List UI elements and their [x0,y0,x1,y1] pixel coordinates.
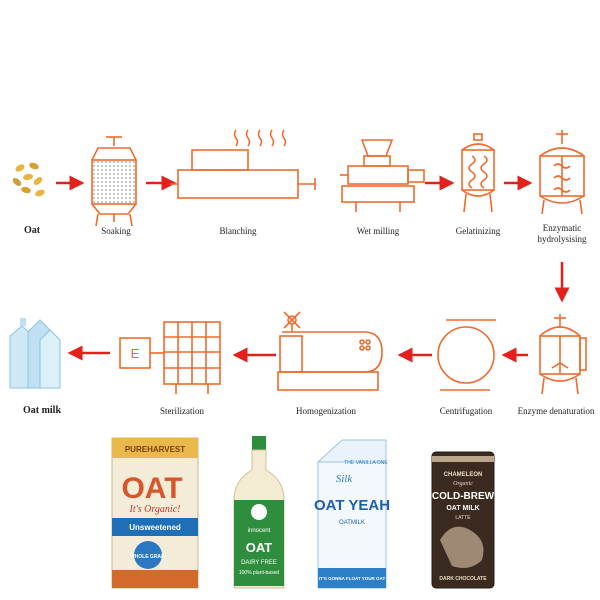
product-silk-carton [316,439,387,589]
product1-brand: PUREHARVEST [125,445,185,454]
product2-name: OAT [246,540,273,555]
label-enzymatic-hydrolysising: Enzymatic hydrolysising [537,223,587,244]
blanching-machine-icon [170,129,316,199]
product-pureharvest-carton [111,437,199,589]
product2-brand: innocent [248,528,271,534]
enzymatic-tank-icon [539,130,585,215]
product4-tagline: Organic [453,481,473,487]
product-innocent-bottle [233,436,285,589]
label-oat: Oat [23,225,41,236]
product2-variant: 100% plant-based [239,570,280,576]
label-centrifugation: Centrifugation [439,406,493,416]
product4-sub: LATTE [455,515,471,521]
sterilizer-icon [119,321,221,394]
row2-arrows [67,345,528,363]
oat-milk-cartons-icon [9,318,61,389]
sterilizer-letter: E [131,346,140,361]
product3-name: OAT YEAH [314,497,390,514]
soaking-tank-icon [91,136,137,227]
product3-flavor: THE VANILLA ONE [344,460,388,466]
label-blanching: Blanching [219,226,257,236]
product4-flavor: DARK CHOCOLATE [439,576,487,582]
product4-brand: CHAMELEON [444,472,483,478]
centrifuge-icon [437,319,496,391]
label-enzyme-denaturation: Enzyme denaturation [517,406,595,416]
label-gelatinizing: Gelatinizing [455,226,501,236]
row1-arrows [56,175,570,303]
product4-variant: OAT MILK [446,505,479,512]
product3-variant: IT'S GONNA FLOAT YOUR OAT [319,576,386,581]
product1-name: OAT [121,472,182,505]
homogenizer-icon [277,311,383,391]
label-sterilization: Sterilization [160,406,204,416]
label-wet-milling: Wet milling [356,226,400,236]
product1-variant: Unsweetened [129,523,181,532]
product-chameleon-can [431,451,495,589]
denaturation-tank-icon [539,314,587,395]
product1-badge: WHOLE GRAIN [130,554,166,560]
product2-tagline: DAIRY FREE [241,560,277,566]
oat-grains-icon [12,162,45,197]
product4-name: COLD-BREW [432,491,495,502]
product3-brand: Silk [336,473,354,485]
label-oat-milk: Oat milk [22,405,62,416]
gelatinizing-tank-icon [461,133,495,213]
label-homogenization: Homogenization [296,406,356,416]
product3-tagline: OATMILK [339,520,365,526]
label-soaking: Soaking [101,226,131,236]
product1-tagline: It's Organic! [129,504,181,515]
wet-mill-icon [340,139,425,212]
